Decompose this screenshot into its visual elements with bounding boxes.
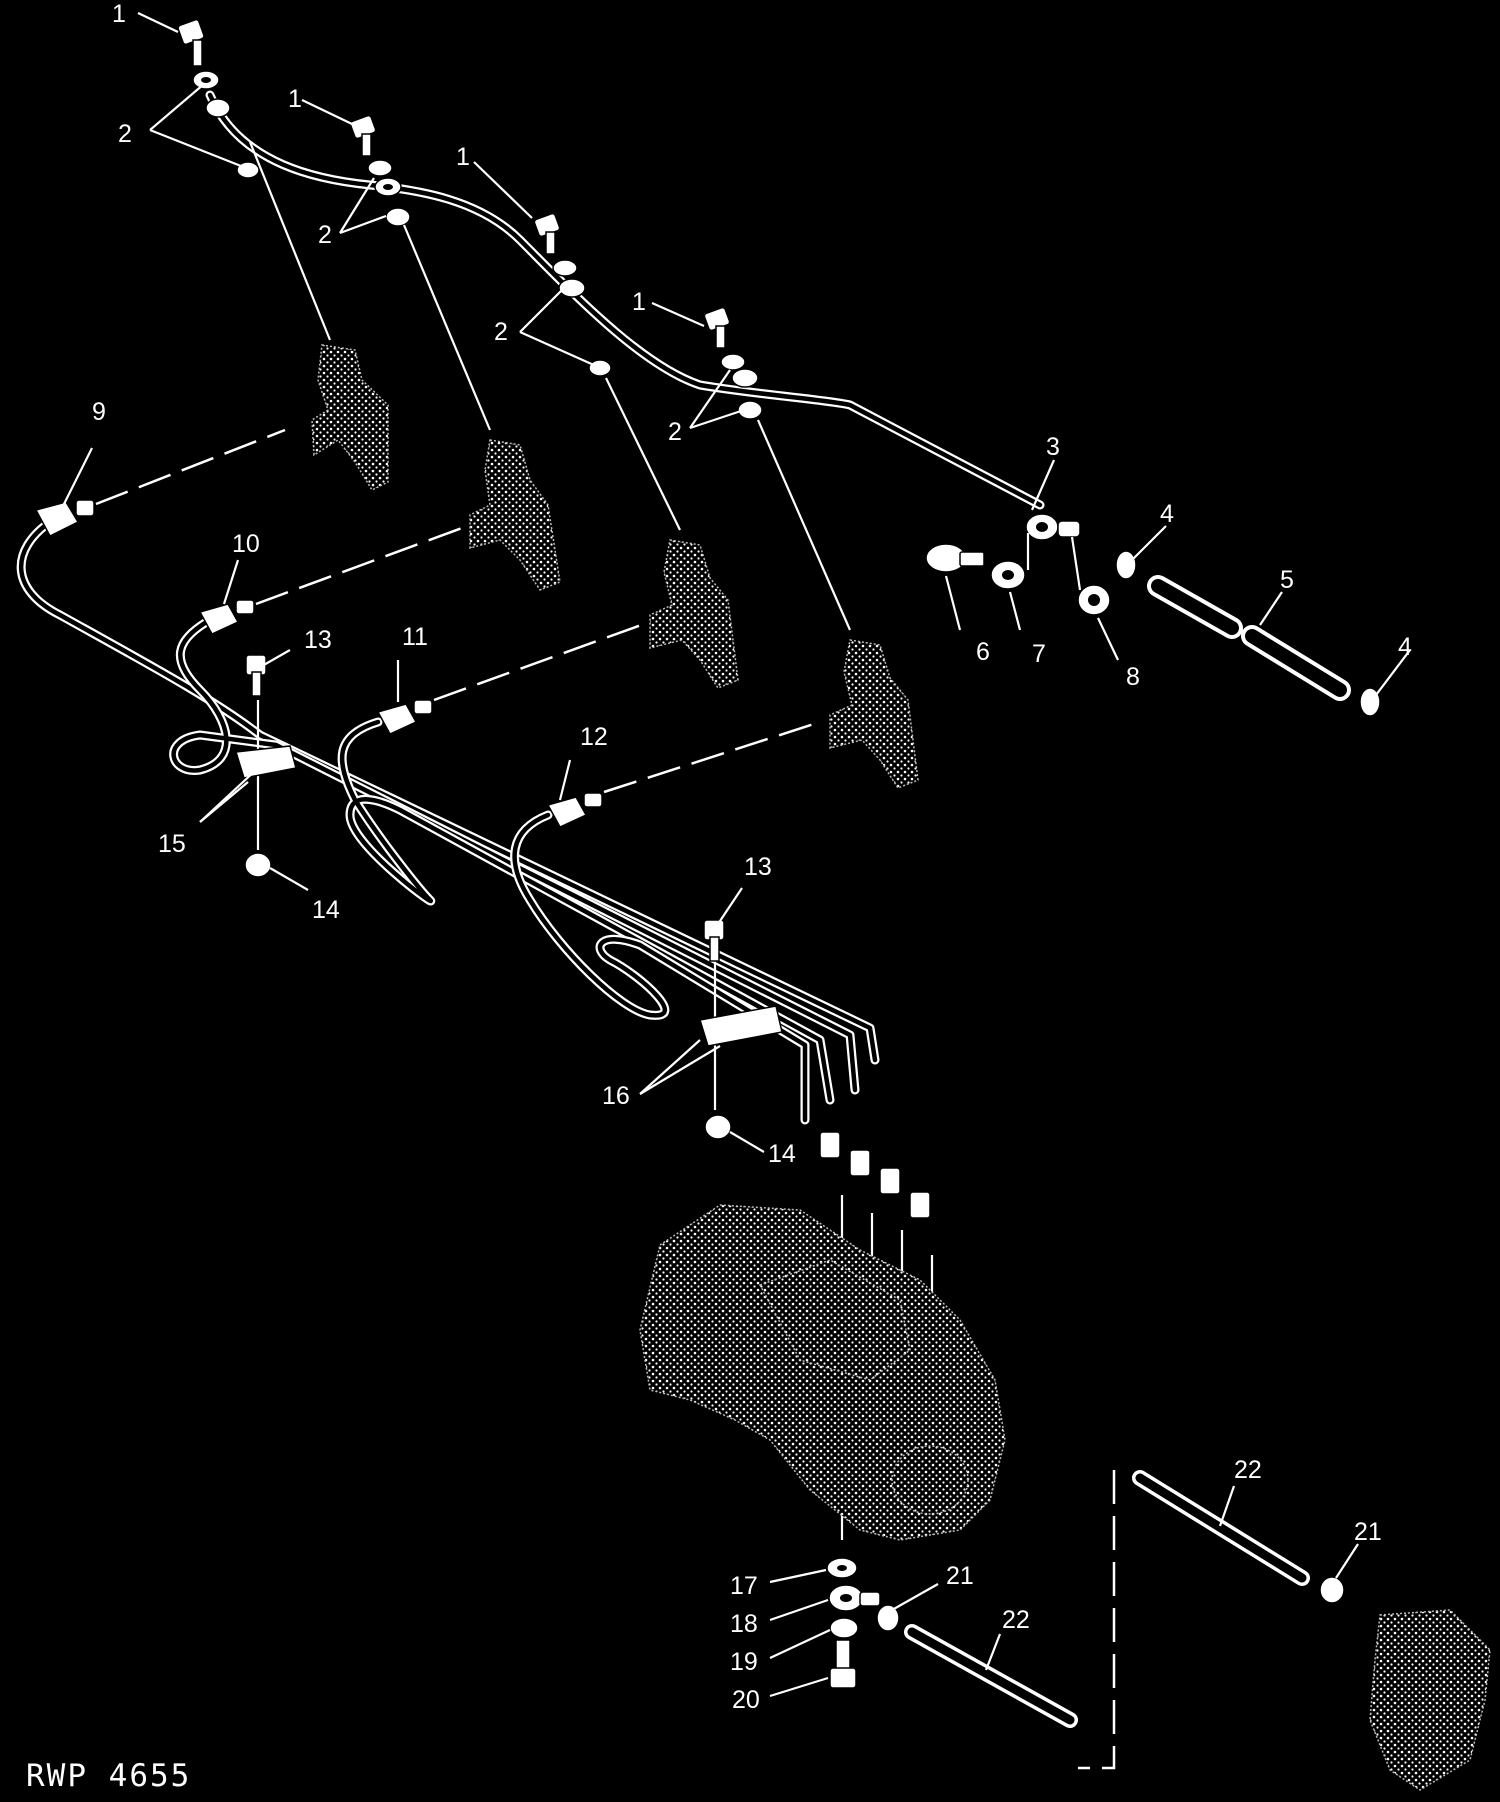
callout-2: 2 [318,221,332,249]
callout-13: 13 [304,626,332,654]
callout-1: 1 [632,288,646,316]
leak-off-line [205,90,1045,510]
callout-21: 21 [946,1562,974,1590]
callout-4: 4 [1160,500,1174,528]
line-end-fittings [34,499,931,1219]
callout-22: 22 [1234,1456,1262,1484]
line-clamps [235,654,783,1140]
callout-9: 9 [92,398,106,426]
callout-22: 22 [1002,1606,1030,1634]
injection-nozzles [311,344,919,789]
injection-pump [639,1204,1006,1541]
figure-code: RWP 4655 [26,1758,191,1794]
leader-lines [61,12,1411,1698]
callout-20: 20 [732,1686,760,1714]
callout-8: 8 [1126,663,1140,691]
callout-21: 21 [1354,1518,1382,1546]
injection-lines [16,517,880,1125]
banjo-bolts [177,18,731,349]
callout-11: 11 [402,623,428,651]
callout-16: 16 [602,1082,630,1110]
callout-1: 1 [456,143,470,171]
callout-labels: 1 2 1 2 1 2 1 2 3 4 4 5 6 7 8 9 10 11 12… [92,0,1412,1714]
fuel-inlet-fittings [826,1470,1491,1791]
callout-2: 2 [118,120,132,148]
callout-6: 6 [976,638,990,666]
callout-1: 1 [112,0,126,28]
callout-2: 2 [668,418,682,446]
callout-14: 14 [312,896,340,924]
callout-7: 7 [1032,640,1046,668]
callout-15: 15 [158,830,186,858]
callout-19: 19 [730,1648,758,1676]
sealing-washers [192,70,763,420]
return-hose [1115,550,1381,717]
callout-10: 10 [232,530,260,558]
callout-5: 5 [1280,566,1294,594]
callout-4: 4 [1398,633,1412,661]
callout-17: 17 [730,1572,758,1600]
return-fitting-group [925,513,1111,616]
callout-13: 13 [744,853,772,881]
callout-1: 1 [288,85,302,113]
callout-2: 2 [494,318,508,346]
callout-18: 18 [730,1610,758,1638]
callout-12: 12 [580,723,608,751]
callout-14: 14 [768,1140,796,1168]
callout-3: 3 [1046,433,1060,461]
